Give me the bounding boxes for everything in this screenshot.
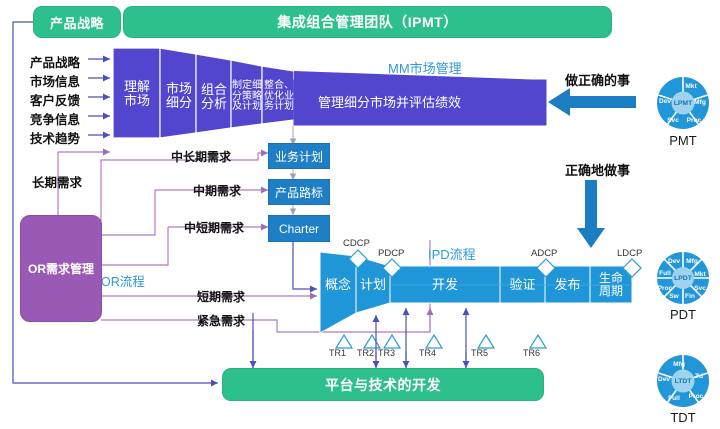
banner-product-strategy[interactable]: 产品战略: [33, 6, 121, 38]
dcp-diamonds: [348, 249, 642, 278]
banner-ipmt[interactable]: 集成组合管理团队（IPMT）: [123, 6, 612, 38]
dcp-label-cdcp: CDCP: [343, 238, 370, 249]
dcp-label-pdcp: PDCP: [378, 248, 405, 259]
dcp-label-ldcp: LDCP: [617, 248, 643, 259]
input-label-3: 竞争信息: [30, 113, 81, 127]
svg-text:Dev: Dev: [668, 258, 680, 265]
svg-text:Dev: Dev: [658, 376, 670, 383]
svg-text:Full: Full: [659, 270, 671, 277]
svg-text:LPDT: LPDT: [674, 275, 693, 282]
requirement-label-3: 短期需求: [197, 290, 246, 304]
svg-text:Full: Full: [668, 395, 680, 402]
do-things-right-arrow: [577, 180, 605, 248]
mm-process-label: MM市场管理: [388, 61, 462, 76]
tr-label-4: TR5: [471, 348, 489, 358]
dcp-label-adcp: ADCP: [531, 248, 558, 259]
requirement-label-4: 紧急需求: [197, 314, 246, 328]
svg-text:Fin: Fin: [685, 293, 695, 300]
tr-label-2: TR3: [378, 348, 396, 358]
input-label-2: 客户反馈: [30, 94, 81, 108]
banner-ipmt-label: 集成组合管理团队（IPMT）: [277, 14, 458, 30]
svg-text:Mkt: Mkt: [685, 83, 697, 90]
or-process-label: OR流程: [101, 275, 145, 289]
or-requirement-box[interactable]: OR需求管理: [20, 215, 102, 322]
tr-label-3: TR4: [419, 348, 437, 358]
ipd-funnel-shape: [319, 251, 633, 334]
long-term-demand-label: 长期需求: [32, 176, 83, 190]
plan-box-roadmap[interactable]: 产品路标: [268, 179, 330, 205]
plan-box-business-plan[interactable]: 业务计划: [268, 143, 330, 169]
banner-platform-tech[interactable]: 平台与技术的开发: [222, 368, 544, 401]
requirement-label-2: 中短期需求: [184, 221, 245, 235]
svg-text:Svc: Svc: [667, 117, 679, 124]
tdt-wheel: Mfg Td Proc Full Dev LTDT: [657, 355, 709, 407]
svg-text:LPMT: LPMT: [674, 100, 693, 107]
tr-label-5: TR6: [523, 348, 541, 358]
tr-label-1: TR2: [357, 348, 375, 358]
requirement-label-0: 中长期需求: [171, 150, 232, 164]
pmt-wheel: Mkt Mfg Proc Svc Dev LPMT: [657, 77, 709, 129]
input-label-0: 产品战略: [30, 56, 81, 70]
svg-text:Mkt: Mkt: [694, 271, 706, 278]
svg-text:Mfg: Mfg: [673, 361, 685, 368]
svg-text:Svc: Svc: [694, 285, 706, 292]
banner-platform-tech-label: 平台与技术的开发: [325, 376, 441, 393]
plan-box-business-plan-label: 业务计划: [274, 149, 323, 164]
svg-text:Proc: Proc: [689, 393, 704, 400]
svg-text:Sw: Sw: [669, 293, 679, 300]
do-right-things-label: 做正确的事: [565, 73, 631, 88]
plan-box-charter[interactable]: Charter: [268, 215, 330, 242]
svg-text:Mfg: Mfg: [686, 258, 698, 265]
tr-label-0: TR1: [329, 348, 347, 358]
svg-text:Dev: Dev: [659, 98, 671, 105]
charter-to-ipd-line: [292, 240, 317, 293]
input-label-4: 技术趋势: [30, 132, 81, 146]
mm-funnel-shape: [112, 47, 547, 139]
banner-product-strategy-label: 产品战略: [49, 15, 104, 31]
pmt-wheel-label: PMT: [669, 133, 697, 148]
strategy-hook-line: [12, 21, 218, 387]
svg-text:Mfg: Mfg: [694, 99, 706, 106]
input-label-1: 市场信息: [30, 75, 81, 89]
do-things-right-label: 正确地做事: [565, 163, 631, 178]
pdt-wheel-label: PDT: [670, 307, 696, 322]
long-term-demand-line: [57, 148, 110, 215]
tdt-wheel-label: TDT: [670, 410, 696, 425]
input-arrows: [88, 55, 110, 139]
do-right-things-arrow: [548, 88, 636, 116]
ipd-process-label: IPD流程: [428, 247, 476, 262]
svg-text:Proc: Proc: [658, 285, 673, 292]
plan-box-roadmap-label: 产品路标: [274, 185, 323, 200]
tr-markers: [334, 333, 548, 349]
requirement-label-1: 中期需求: [193, 184, 242, 198]
svg-text:Proc: Proc: [687, 117, 702, 124]
plan-box-charter-label: Charter: [278, 221, 319, 236]
svg-text:LTDT: LTDT: [675, 378, 693, 385]
pdt-wheel: Dev Mfg Mkt Svc Fin Sw Proc Full LPDT: [657, 252, 709, 304]
or-requirement-box-label: OR需求管理: [27, 262, 94, 276]
svg-text:Td: Td: [695, 373, 703, 380]
